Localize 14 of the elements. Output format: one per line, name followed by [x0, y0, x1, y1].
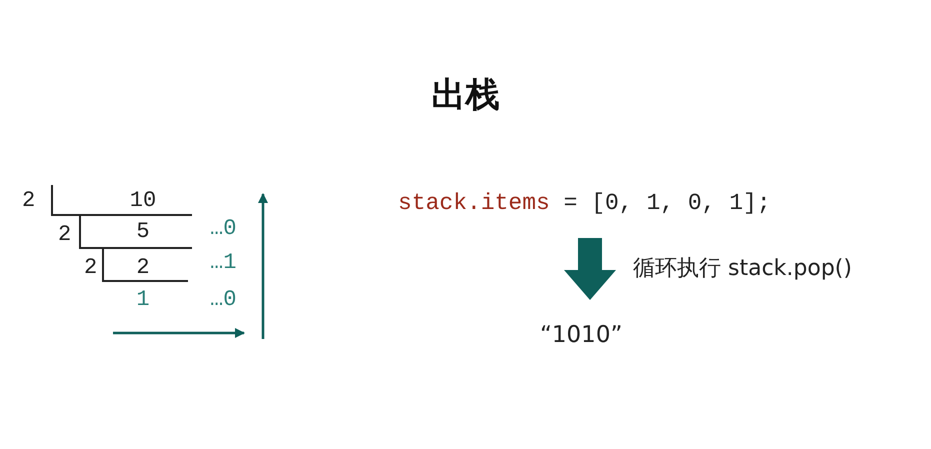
code-text: = [0, 1, 0, 1];	[564, 190, 771, 216]
remainder-label: …0	[210, 287, 236, 313]
result-text: “1010”	[540, 322, 622, 348]
quotient-label: 1	[135, 287, 151, 313]
remainder-label: …0	[210, 216, 236, 242]
title: 出栈	[430, 74, 500, 117]
divisor-label: 2	[22, 188, 36, 214]
variable-name: stack.items	[398, 190, 550, 216]
remainder-label: …1	[210, 250, 236, 276]
divisor-label: 2	[84, 255, 98, 281]
divisor-label: 2	[58, 222, 72, 248]
quotient-label: 2	[135, 255, 151, 281]
dividend-label: 10	[128, 188, 158, 214]
quotient-label: 5	[135, 219, 151, 245]
